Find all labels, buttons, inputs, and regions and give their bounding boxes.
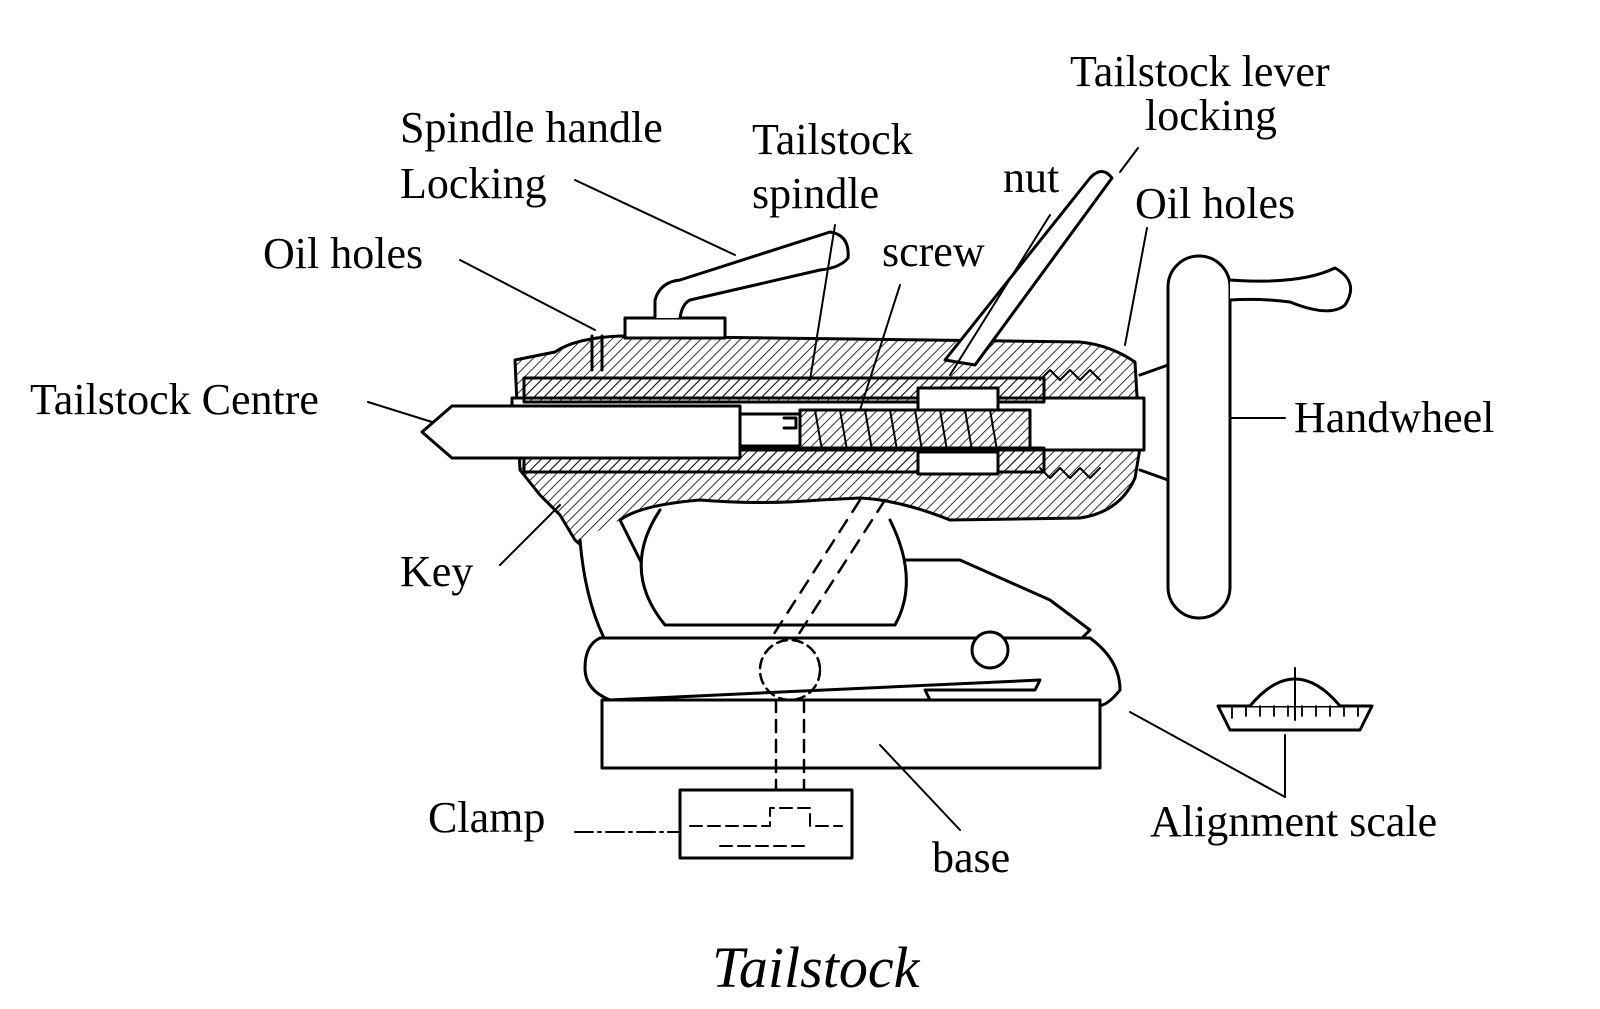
leader-tailstock-spindle: [809, 224, 836, 381]
label-oil-holes-right: Oil holes: [1135, 179, 1296, 228]
label-alignment-scale: Alignment scale: [1150, 797, 1438, 846]
label-tailstock-spindle-1: Tailstock: [752, 115, 913, 164]
leader-screw: [859, 284, 901, 411]
label-handwheel: Handwheel: [1294, 393, 1495, 442]
leader-oil-holes-left: [459, 259, 596, 331]
label-clamp: Clamp: [428, 793, 546, 842]
leader-oil-holes-right: [1124, 227, 1148, 346]
label-base: base: [932, 833, 1011, 882]
leader-centre: [367, 401, 433, 423]
handwheel-grip: [1228, 266, 1353, 313]
upper-slide: [583, 636, 1122, 708]
label-lever-locking: locking: [1145, 91, 1277, 140]
leader-nut: [949, 214, 1051, 376]
leader-lever: [1119, 147, 1139, 173]
leader-alignment-1: [1129, 711, 1286, 798]
label-locking: Locking: [400, 159, 547, 208]
label-tailstock-lever: Tailstock lever: [1070, 47, 1330, 96]
spindle-handle: [653, 230, 850, 320]
label-spindle-handle: Spindle handle: [400, 103, 663, 152]
spindle-locking-base: [623, 316, 727, 340]
base: [600, 698, 1102, 770]
tailstock-centre: [420, 404, 742, 460]
handwheel: [1166, 254, 1232, 620]
label-key: Key: [400, 547, 474, 596]
nut: [916, 386, 1000, 412]
label-tailstock-centre: Tailstock Centre: [30, 375, 319, 424]
leader-spindle-handle: [574, 179, 736, 256]
clamp: [678, 788, 854, 860]
label-screw: screw: [882, 227, 985, 276]
leader-base: [879, 744, 961, 831]
leader-key: [499, 504, 561, 566]
label-nut: nut: [1003, 153, 1060, 202]
figure-caption: Tailstock: [712, 935, 920, 1000]
label-tailstock-spindle-2: spindle: [752, 169, 880, 218]
label-oil-holes-left: Oil holes: [263, 229, 424, 278]
